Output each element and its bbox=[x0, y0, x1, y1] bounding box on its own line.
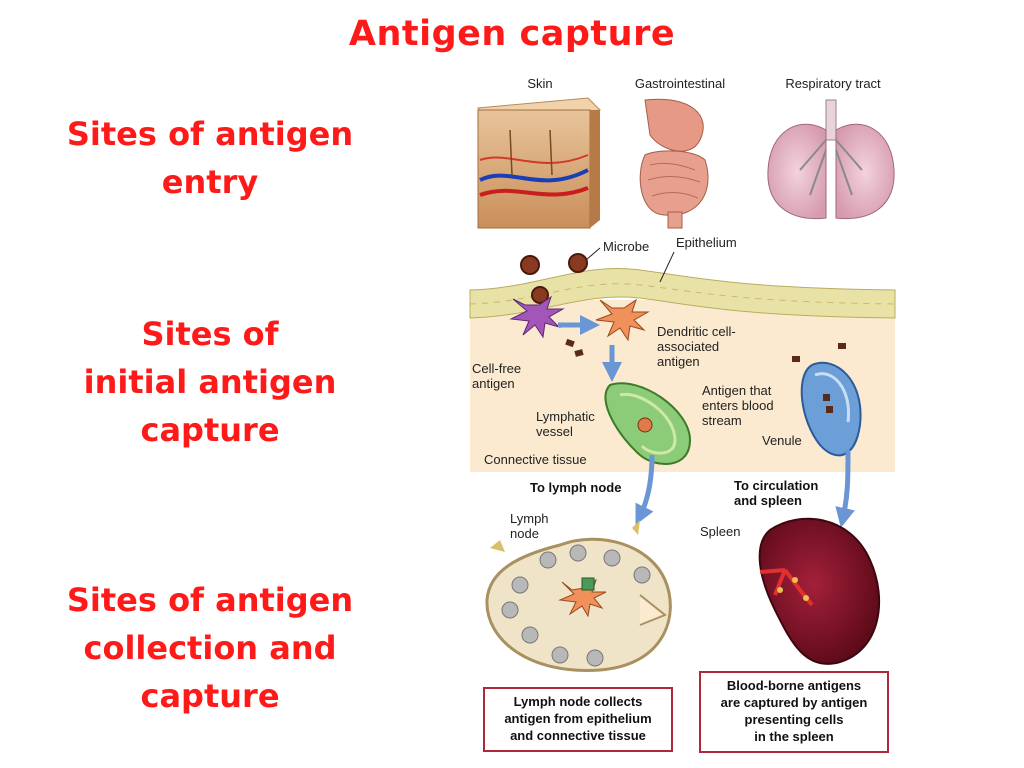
label-line: associated bbox=[657, 339, 719, 354]
label-line: To circulation bbox=[734, 478, 818, 493]
to-circulation-arrow bbox=[835, 449, 855, 528]
heading-line: Sites of antigen bbox=[66, 115, 354, 153]
heading-line: Sites of antigen bbox=[66, 581, 354, 619]
caption-line: Lymph node collects bbox=[514, 694, 643, 709]
label-line: node bbox=[510, 526, 539, 541]
label-line: antigen bbox=[472, 376, 515, 391]
skin-label: Skin bbox=[527, 76, 552, 91]
spleen-caption-box: Blood-borne antigens are captured by ant… bbox=[699, 671, 889, 753]
heading-line: initial antigen bbox=[83, 363, 337, 401]
dendritic-cell-label: Dendritic cell- associated antigen bbox=[657, 324, 736, 369]
lymph-node-icon bbox=[485, 520, 672, 672]
caption-line: in the spleen bbox=[754, 729, 834, 744]
venule-icon bbox=[800, 361, 862, 457]
lymphatic-vessel-label: Lymphatic vessel bbox=[536, 409, 595, 439]
to-circulation-label: To circulation and spleen bbox=[734, 478, 818, 508]
to-lymph-node-label: To lymph node bbox=[530, 480, 621, 495]
page-title: Antigen capture bbox=[348, 14, 676, 54]
caption-line: and connective tissue bbox=[510, 728, 646, 743]
respiratory-tract-illustration bbox=[767, 99, 895, 220]
dendritic-cell-icon bbox=[509, 295, 650, 342]
label-line: Lymphatic bbox=[536, 409, 595, 424]
lymphatic-vessel-icon bbox=[604, 382, 692, 465]
sites-of-initial-capture-heading: Sites of initial antigen capture bbox=[30, 310, 390, 454]
gastrointestinal-illustration bbox=[639, 98, 709, 229]
respiratory-tract-label: Respiratory tract bbox=[785, 76, 881, 91]
heading-line: collection and bbox=[83, 629, 337, 667]
lymph-node-caption-box: Lymph node collects antigen from epithel… bbox=[483, 687, 673, 752]
antigen-capture-diagram: Skin Gastrointestinal Respiratory tract … bbox=[469, 76, 896, 753]
microbe-icon bbox=[520, 253, 588, 304]
lymph-node-label: Lymph node bbox=[510, 511, 549, 541]
sites-of-collection-heading: Sites of antigen collection and capture bbox=[30, 576, 390, 720]
spleen-label: Spleen bbox=[700, 524, 740, 539]
caption-line: presenting cells bbox=[745, 712, 844, 727]
label-line: and spleen bbox=[734, 493, 802, 508]
microbe-label: Microbe bbox=[603, 239, 649, 254]
label-line: Lymph bbox=[510, 511, 549, 526]
label-line: enters blood bbox=[702, 398, 774, 413]
label-line: antigen bbox=[657, 354, 700, 369]
cell-free-antigen-label: Cell-free antigen bbox=[472, 361, 521, 391]
heading-line: Sites of bbox=[141, 315, 279, 353]
heading-line: entry bbox=[161, 163, 259, 201]
gastrointestinal-label: Gastrointestinal bbox=[635, 76, 725, 91]
skin-illustration bbox=[476, 97, 602, 229]
sites-of-antigen-entry-heading: Sites of antigen entry bbox=[30, 110, 390, 206]
label-line: vessel bbox=[536, 424, 573, 439]
venule-label: Venule bbox=[762, 433, 802, 448]
cell-free-antigen-icon bbox=[565, 338, 846, 362]
spleen-icon bbox=[758, 517, 881, 665]
heading-line: capture bbox=[140, 677, 280, 715]
label-line: Antigen that bbox=[702, 383, 772, 398]
label-line: Dendritic cell- bbox=[657, 324, 736, 339]
heading-line: capture bbox=[140, 411, 280, 449]
caption-line: are captured by antigen bbox=[721, 695, 868, 710]
epithelium-label: Epithelium bbox=[676, 235, 737, 250]
connective-tissue-label: Connective tissue bbox=[484, 452, 587, 467]
caption-line: Blood-borne antigens bbox=[727, 678, 861, 693]
caption-line: antigen from epithelium bbox=[504, 711, 651, 726]
label-line: stream bbox=[702, 413, 742, 428]
to-lymph-node-arrow bbox=[635, 454, 655, 525]
blood-antigen-label: Antigen that enters blood stream bbox=[702, 383, 774, 428]
label-line: Cell-free bbox=[472, 361, 521, 376]
